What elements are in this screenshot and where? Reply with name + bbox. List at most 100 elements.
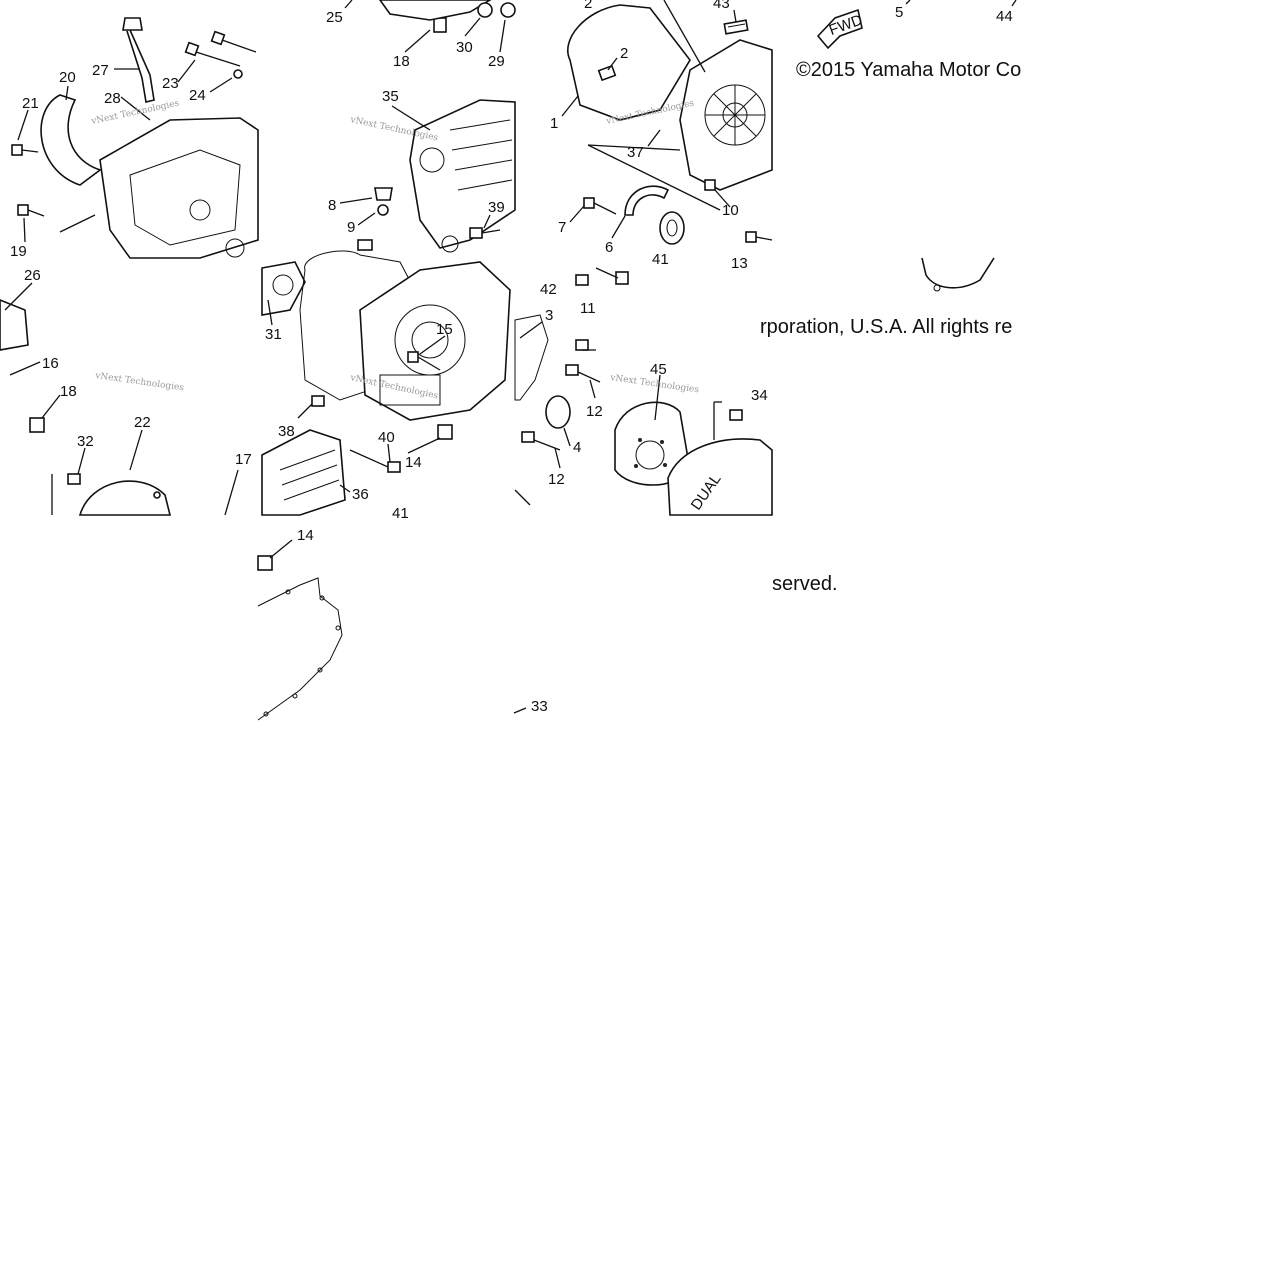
bolt-part-12b: [521, 431, 535, 443]
callout-40: 40: [378, 429, 395, 446]
oil-seal-part-41: [659, 211, 685, 245]
gear-cover-part-35: [409, 99, 516, 249]
bolt-part-34: [729, 409, 743, 421]
tile-fwd-arrow: FWD: [816, 0, 1017, 50]
tile-center-crankcase-assembly: [261, 239, 511, 516]
dipstick-part-27: [122, 17, 155, 103]
callout-4: 4: [573, 439, 581, 456]
callout-1: 1: [550, 115, 558, 132]
callout-22: 22: [134, 414, 151, 431]
callout-28: 28: [104, 90, 121, 107]
callout-39: 39: [488, 199, 505, 216]
callout-41b: 41: [392, 505, 409, 522]
bolt-part-38: [311, 395, 325, 407]
crankcase-cover-body: [99, 117, 259, 259]
half-ring-part-6: [624, 185, 670, 216]
callout-25: 25: [326, 9, 343, 26]
cover-fragment: [921, 257, 995, 289]
starter-cover: [667, 438, 773, 516]
bolt-part-11: [575, 339, 589, 351]
tile-gear-cover-assembly: [339, 0, 516, 253]
bolt-part-32: [67, 473, 81, 485]
callout-36: 36: [352, 486, 369, 503]
dowel-part-2: [597, 64, 617, 82]
callout-18a: 18: [393, 53, 410, 70]
callout-14b: 14: [297, 527, 314, 544]
callout-12b: 12: [548, 471, 565, 488]
callout-31: 31: [265, 326, 282, 343]
cover-part-36: [261, 429, 346, 516]
callout-43: 43: [713, 0, 730, 12]
knob-part-8: [374, 187, 393, 201]
callout-17: 17: [235, 451, 252, 468]
callout-27: 27: [92, 62, 109, 79]
callout-30: 30: [456, 39, 473, 56]
callout-33: 33: [531, 698, 548, 715]
collar-part-18-left: [29, 417, 45, 433]
callout-8: 8: [328, 197, 336, 214]
callout-11: 11: [580, 300, 596, 317]
gasket-part-33: [257, 577, 343, 721]
callout-23: 23: [162, 75, 179, 92]
collar-part-14-lower: [257, 555, 273, 571]
callout-44: 44: [996, 8, 1013, 25]
callout-2: 2: [620, 45, 628, 62]
callout-14a: 14: [405, 454, 422, 471]
callout-24: 24: [189, 87, 206, 104]
callout-6: 6: [605, 239, 613, 256]
bolt-part-21: [11, 144, 23, 156]
gasket-part-31: [261, 261, 306, 316]
callout-29: 29: [488, 53, 505, 70]
watermark-4: vNext Technologies: [94, 371, 185, 394]
callout-38: 38: [278, 423, 295, 440]
copyright-fragment-3: served.: [772, 573, 838, 595]
callout-5: 5: [895, 4, 903, 21]
oil-seal-part-4: [545, 395, 571, 429]
callout-37: 37: [627, 144, 644, 161]
callout-15: 15: [436, 321, 453, 338]
callout-41a: 41: [652, 251, 669, 268]
cover-part-22: [78, 480, 172, 516]
collar-part-14-center: [437, 424, 453, 440]
label-plate-part-43: [723, 19, 749, 35]
tile-starter-cover-assembly: DUAL: [514, 314, 773, 516]
bolt-part-10: [704, 179, 716, 191]
collar-part-18-top: [433, 17, 447, 33]
callout-42: 42: [540, 281, 557, 298]
bolt-part-42: [575, 274, 589, 286]
cover-plate-part-20: [40, 94, 102, 186]
callout-20: 20: [59, 69, 76, 86]
callout-21: 21: [22, 95, 39, 112]
bolt-part-39: [469, 227, 483, 239]
bolt-part-23: [184, 41, 241, 67]
bolt-part-12a: [565, 364, 579, 376]
copyright-fragment-1: ©2015 Yamaha Motor Co: [796, 59, 1021, 81]
callout-13: 13: [731, 255, 748, 272]
callout-18b: 18: [60, 383, 77, 400]
callout-26: 26: [24, 267, 41, 284]
bolt-part-19: [17, 204, 29, 216]
fwd-arrow: [816, 8, 863, 50]
tile-clutch-cover-assembly: [0, 282, 239, 516]
callout-3: 3: [545, 307, 553, 324]
callout-7: 7: [558, 219, 566, 236]
bolt-part-15: [407, 351, 419, 363]
callout-32: 32: [77, 433, 94, 450]
bolt-part-41-long: [615, 271, 629, 285]
callout-labels: 1 2 2 3 4 5 6 7 8 9 10 11 12 12 13 14 14…: [10, 0, 1013, 715]
tile-crankcase-assembly: [561, 0, 773, 245]
copyright-fragment-2: rporation, U.S.A. All rights re: [760, 316, 1012, 338]
tile-lower-gasket: [257, 539, 527, 721]
tile-left-cover-assembly: [11, 17, 259, 259]
bolt-part-13: [745, 231, 757, 243]
bolt-part-40: [387, 461, 401, 473]
callout-35: 35: [382, 88, 399, 105]
bolt-part-24: [210, 30, 257, 79]
callout-34: 34: [751, 387, 768, 404]
callout-16: 16: [42, 355, 59, 372]
callout-10: 10: [722, 202, 739, 219]
callout-9: 9: [347, 219, 355, 236]
gasket-part-1: [567, 4, 691, 121]
callout-2b: 2: [584, 0, 592, 12]
